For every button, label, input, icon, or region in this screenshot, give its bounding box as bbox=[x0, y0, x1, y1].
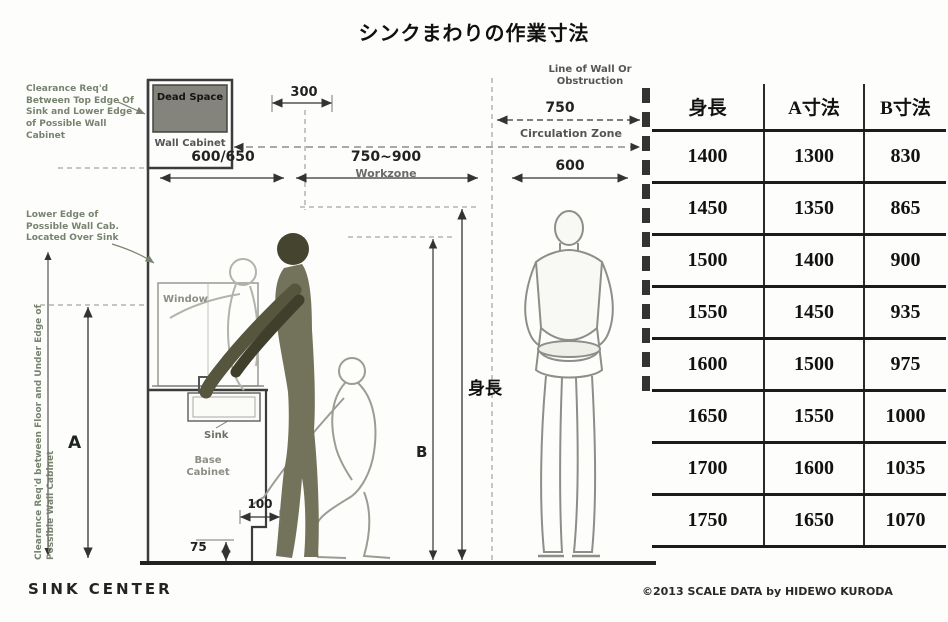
cell-b: 900 bbox=[863, 232, 946, 286]
dim-600-650-label: 600/650 bbox=[191, 149, 255, 165]
cell-stature: 1700 bbox=[652, 440, 764, 494]
standing-figure-front bbox=[524, 210, 614, 558]
dim-300-label: 300 bbox=[290, 85, 318, 100]
standing-figure-side bbox=[199, 233, 319, 558]
figure-head bbox=[277, 233, 309, 265]
cell-b: 1070 bbox=[863, 492, 946, 548]
cell-stature: 1450 bbox=[652, 180, 764, 234]
dim-100-label: 100 bbox=[247, 497, 273, 511]
figure-head bbox=[554, 210, 584, 246]
annotation-lower-edge-cabinet: Lower Edge of Possible Wall Cab. Located… bbox=[26, 210, 119, 244]
annotation-clearance-floor-cabinet: Clearance Req'd between Floor and Under … bbox=[34, 304, 56, 560]
cell-b: 830 bbox=[863, 128, 946, 182]
cell-stature: 1600 bbox=[652, 336, 764, 390]
dim-750-label: 750 bbox=[545, 100, 575, 116]
annotation-leader-2 bbox=[111, 243, 155, 264]
cell-b: 1035 bbox=[863, 440, 946, 494]
dimension-table: 身長 A寸法 B寸法 1400 1300 830 1450 1350 865 1… bbox=[652, 84, 946, 548]
cell-a: 1450 bbox=[763, 284, 864, 338]
sink-label: Sink bbox=[204, 430, 229, 441]
cell-b: 935 bbox=[863, 284, 946, 338]
wall-cabinet-box bbox=[146, 78, 234, 170]
cell-stature: 1550 bbox=[652, 284, 764, 338]
line-of-wall-label: Line of Wall Or Obstruction bbox=[548, 64, 632, 87]
dimension-arrows bbox=[44, 95, 640, 561]
table-row: 1600 1500 975 bbox=[652, 336, 946, 390]
base-cabinet-label: Base Cabinet bbox=[186, 455, 230, 478]
cell-stature: 1650 bbox=[652, 388, 764, 442]
dim-a-label: A bbox=[68, 433, 82, 453]
table-row: 1700 1600 1035 bbox=[652, 440, 946, 494]
col-header-stature: 身長 bbox=[688, 97, 727, 119]
stature-label: 身長 bbox=[468, 379, 502, 399]
wall-cabinet-label: Wall Cabinet bbox=[154, 138, 226, 149]
dim-b-label: B bbox=[416, 443, 428, 461]
copyright-caption: ©2013 SCALE DATA by HIDEWO KURODA bbox=[642, 585, 893, 598]
dead-space-box bbox=[152, 84, 228, 133]
table-row: 1550 1450 935 bbox=[652, 284, 946, 338]
col-header-b: B寸法 bbox=[863, 84, 946, 130]
sink-basin bbox=[187, 392, 261, 422]
page-title: シンクまわりの作業寸法 bbox=[358, 21, 590, 45]
window-label: Window bbox=[163, 294, 208, 305]
cell-stature: 1500 bbox=[652, 232, 764, 286]
table-row: 1400 1300 830 bbox=[652, 128, 946, 182]
cell-b: 865 bbox=[863, 180, 946, 234]
cell-a: 1300 bbox=[763, 128, 864, 182]
structure-lines bbox=[140, 78, 656, 565]
crouching-figure-outline bbox=[249, 357, 391, 559]
col-header-a: A寸法 bbox=[763, 84, 864, 130]
circulation-zone-label: Circulation Zone bbox=[520, 127, 622, 140]
cell-a: 1550 bbox=[763, 388, 864, 442]
table-header-row: 身長 A寸法 B寸法 bbox=[652, 84, 946, 130]
annotation-clearance-sink-cabinet: Clearance Req'd Between Top Edge Of Sink… bbox=[26, 84, 134, 141]
table-row: 1650 1550 1000 bbox=[652, 388, 946, 442]
base-cabinet-front bbox=[250, 390, 268, 563]
cell-a: 1650 bbox=[763, 492, 864, 548]
table-row: 1450 1350 865 bbox=[652, 180, 946, 234]
dead-space-label: Dead Space bbox=[156, 92, 224, 103]
cell-a: 1400 bbox=[763, 232, 864, 286]
sink-leader-line bbox=[215, 420, 229, 429]
cell-a: 1600 bbox=[763, 440, 864, 494]
held-bowl bbox=[537, 340, 601, 358]
dim-75-label: 75 bbox=[190, 540, 207, 554]
dim-750-900-label: 750~900 bbox=[350, 149, 422, 165]
cell-a: 1350 bbox=[763, 180, 864, 234]
cell-b: 1000 bbox=[863, 388, 946, 442]
figure-arm bbox=[199, 283, 302, 399]
workzone-label: Workzone bbox=[355, 167, 417, 180]
dim-600-label: 600 bbox=[555, 158, 585, 174]
table-row: 1750 1650 1070 bbox=[652, 492, 946, 548]
table-row: 1500 1400 900 bbox=[652, 232, 946, 286]
cell-stature: 1750 bbox=[652, 492, 764, 548]
sink-center-caption: SINK CENTER bbox=[28, 580, 173, 598]
annotation-leader-1 bbox=[117, 101, 146, 115]
sink-basin-inner bbox=[192, 396, 256, 418]
reference-lines bbox=[40, 78, 640, 562]
cell-a: 1500 bbox=[763, 336, 864, 390]
cell-stature: 1400 bbox=[652, 128, 764, 182]
cell-b: 975 bbox=[863, 336, 946, 390]
